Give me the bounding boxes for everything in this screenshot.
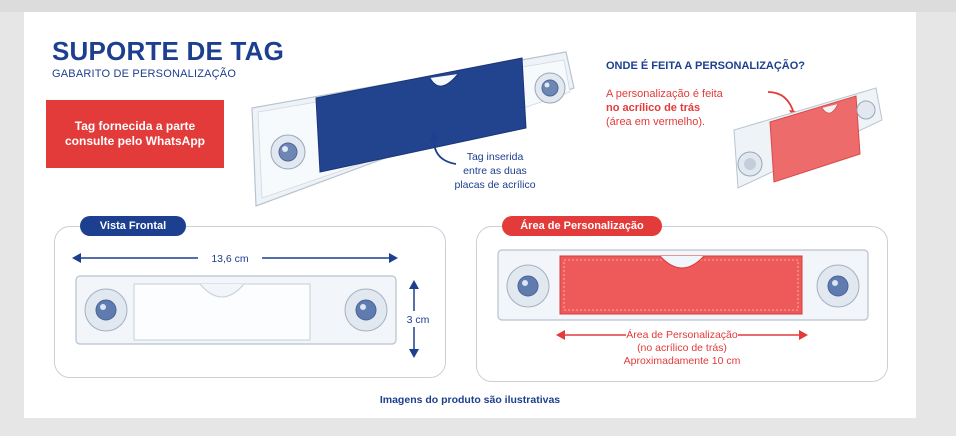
tag-note-line1: Tag inserida — [466, 151, 524, 163]
product-card: SUPORTE DE TAG GABARITO DE PERSONALIZAÇÃ… — [24, 12, 916, 418]
front-suction-cup-left — [84, 288, 128, 332]
red-zone-notch — [659, 255, 705, 269]
tag-holder-illustration — [251, 51, 575, 207]
tag-note-line2: entre as duas — [463, 165, 527, 177]
perso-caption-line2: (no acrílico de trás) — [637, 342, 727, 354]
tag-notice-box: Tag fornecida a parte consulte pelo What… — [46, 100, 224, 168]
tag-notch — [429, 73, 459, 87]
tag-notice-line1: Tag fornecida a parte — [74, 119, 196, 133]
red-back-plate-illustration — [733, 87, 883, 189]
page-subtitle: GABARITO DE PERSONALIZAÇÃO — [52, 68, 237, 80]
page-top-edge — [0, 0, 956, 12]
height-label: 3 cm — [406, 314, 430, 326]
front-suction-cup-right — [344, 288, 388, 332]
perso-caption-line1: Área de Personalização — [626, 329, 738, 341]
width-label: 13,6 cm — [211, 253, 249, 265]
tag-inserted-note: Tag inserida entre as duas placas de acr… — [450, 150, 540, 192]
suction-cup-left — [270, 134, 306, 170]
front-view-drawing — [72, 251, 430, 358]
personalization-question: ONDE É FEITA A PERSONALIZAÇÃO? — [606, 60, 806, 72]
curved-arrow-icon — [429, 132, 457, 165]
perso-width-arrow — [556, 328, 808, 342]
perso-suction-cup-right — [816, 264, 860, 308]
answer-line3: (área em vermelho). — [606, 116, 706, 128]
suction-cup-right — [534, 72, 566, 104]
page-title: SUPORTE DE TAG — [52, 36, 285, 66]
tag-note-line3: placas de acrílico — [454, 179, 536, 191]
perso-area-caption: Área de Personalização (no acrílico de t… — [606, 329, 758, 368]
tag-window-notch — [199, 283, 245, 298]
personalization-badge: Área de Personalização — [502, 216, 662, 236]
height-label-bg — [400, 311, 430, 327]
answer-line2: no acrílico de trás — [606, 102, 701, 114]
perso-suction-cup-left — [506, 264, 550, 308]
personalization-answer: A personalização é feita no acrílico de … — [606, 87, 723, 129]
width-label-bg — [198, 251, 262, 265]
blue-tag — [315, 57, 527, 173]
front-view-badge: Vista Frontal — [80, 216, 186, 236]
personalization-drawing — [497, 249, 869, 321]
answer-line1: A personalização é feita — [606, 88, 723, 100]
perso-caption-line3: Aproximadamente 10 cm — [623, 355, 741, 367]
illustrative-disclaimer: Imagens do produto são ilustrativas — [379, 394, 561, 406]
tag-notice-line2: consulte pelo WhatsApp — [64, 134, 205, 148]
